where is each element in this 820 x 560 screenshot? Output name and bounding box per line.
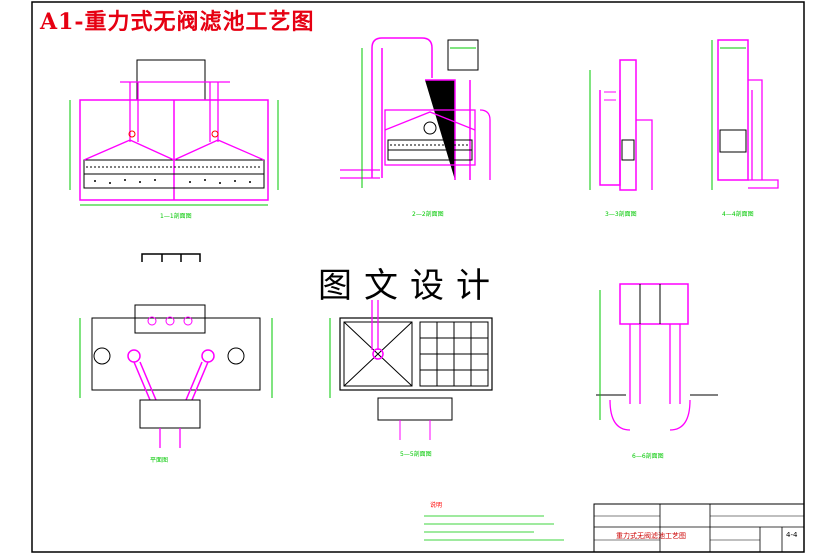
svg-text:3—3剖面图: 3—3剖面图 — [605, 210, 637, 218]
plan-view-middle: 5—5剖面图 — [329, 300, 493, 458]
svg-text:4—4剖面图: 4—4剖面图 — [722, 210, 754, 218]
svg-text:5—5剖面图: 5—5剖面图 — [400, 450, 432, 458]
watermark-text: 图文设计 — [318, 266, 502, 306]
notes-block — [424, 515, 564, 541]
plan-view-left: 平面图 — [79, 253, 273, 464]
title-block — [593, 503, 805, 553]
sheet-border — [31, 1, 805, 553]
title-block-drawing-name: 重力式无阀滤池工艺图 — [616, 532, 686, 540]
svg-text:6—6剖面图: 6—6剖面图 — [632, 452, 664, 460]
title-block-sheet-number: 4-4 — [786, 531, 798, 539]
front-section-view: 1—1剖面图 — [69, 59, 279, 220]
svg-text:2—2剖面图: 2—2剖面图 — [412, 210, 444, 218]
svg-text:平面图: 平面图 — [150, 457, 168, 464]
notes-heading: 说明 — [430, 502, 443, 509]
drawing-title: A1-重力式无阀滤池工艺图 — [40, 9, 315, 35]
section-3-view: 3—3剖面图 — [589, 59, 653, 218]
side-section-view: 2—2剖面图 — [340, 37, 491, 218]
section-4-view: 4—4剖面图 — [711, 39, 779, 218]
section-6-view: 6—6剖面图 — [596, 283, 718, 460]
svg-text:1—1剖面图: 1—1剖面图 — [160, 212, 192, 220]
